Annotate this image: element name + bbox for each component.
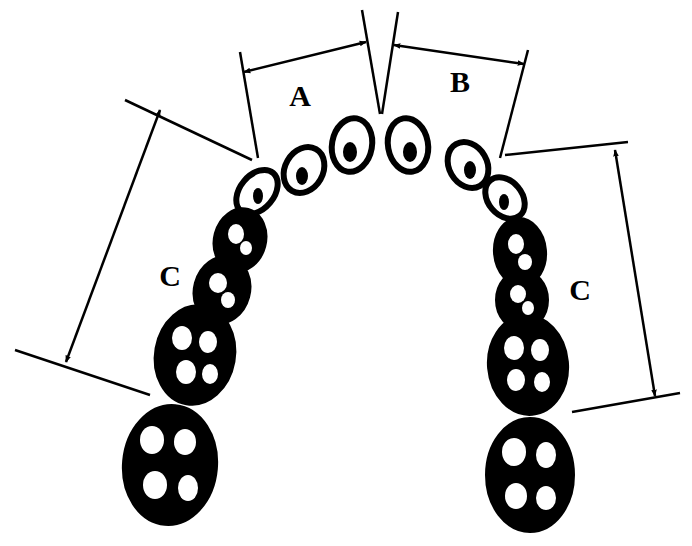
tooth-mark [253, 188, 263, 204]
tooth [328, 115, 377, 175]
dimension-label: C [569, 275, 591, 305]
tooth [488, 420, 572, 530]
cusp [143, 471, 167, 499]
cusp [536, 486, 556, 510]
dimension-lines [15, 10, 680, 412]
extension-line [362, 10, 380, 114]
extension-line [240, 52, 258, 158]
cusps [140, 224, 556, 510]
cusp [240, 241, 252, 255]
cusp [507, 369, 525, 391]
cusp [504, 336, 524, 360]
cusp [202, 364, 218, 384]
dimension-label: A [289, 81, 311, 111]
extension-line [382, 12, 398, 114]
teeth [228, 115, 533, 227]
extension-line [15, 350, 150, 395]
cusp [534, 372, 550, 392]
cusp [531, 339, 549, 361]
tooth-mark [296, 167, 308, 185]
cusp [174, 429, 196, 455]
cusp [502, 438, 526, 466]
back-teeth [120, 205, 572, 530]
extension-line [572, 393, 680, 412]
tooth [486, 314, 570, 416]
cusp [536, 442, 556, 468]
dimension-label: B [450, 67, 470, 97]
cusp [199, 331, 217, 353]
tooth-mark [403, 142, 417, 162]
dimension-arrow [244, 42, 366, 72]
cusp [505, 483, 527, 509]
extension-line [505, 142, 628, 155]
tooth [149, 301, 241, 409]
extension-line [500, 50, 528, 158]
cusp [508, 234, 524, 254]
cusp [172, 326, 192, 350]
tooth [276, 140, 333, 201]
cusp [178, 475, 198, 501]
dimension-arrow [615, 150, 655, 396]
tooth-mark [499, 194, 509, 210]
tooth-mark [343, 142, 357, 162]
tooth-mark [464, 161, 476, 179]
tooth [384, 115, 433, 175]
tooth-marks [253, 142, 509, 210]
cusp [522, 301, 534, 315]
cusp [140, 426, 164, 454]
tooth [120, 403, 220, 526]
cusp [228, 224, 244, 244]
cusp [176, 360, 196, 384]
dimension-label: C [159, 261, 181, 291]
cusp [518, 254, 532, 270]
cusp [510, 285, 526, 303]
dimension-arrow [66, 110, 160, 362]
cusp [221, 292, 235, 308]
cusp [209, 273, 227, 293]
dimension-arrow [394, 45, 524, 64]
